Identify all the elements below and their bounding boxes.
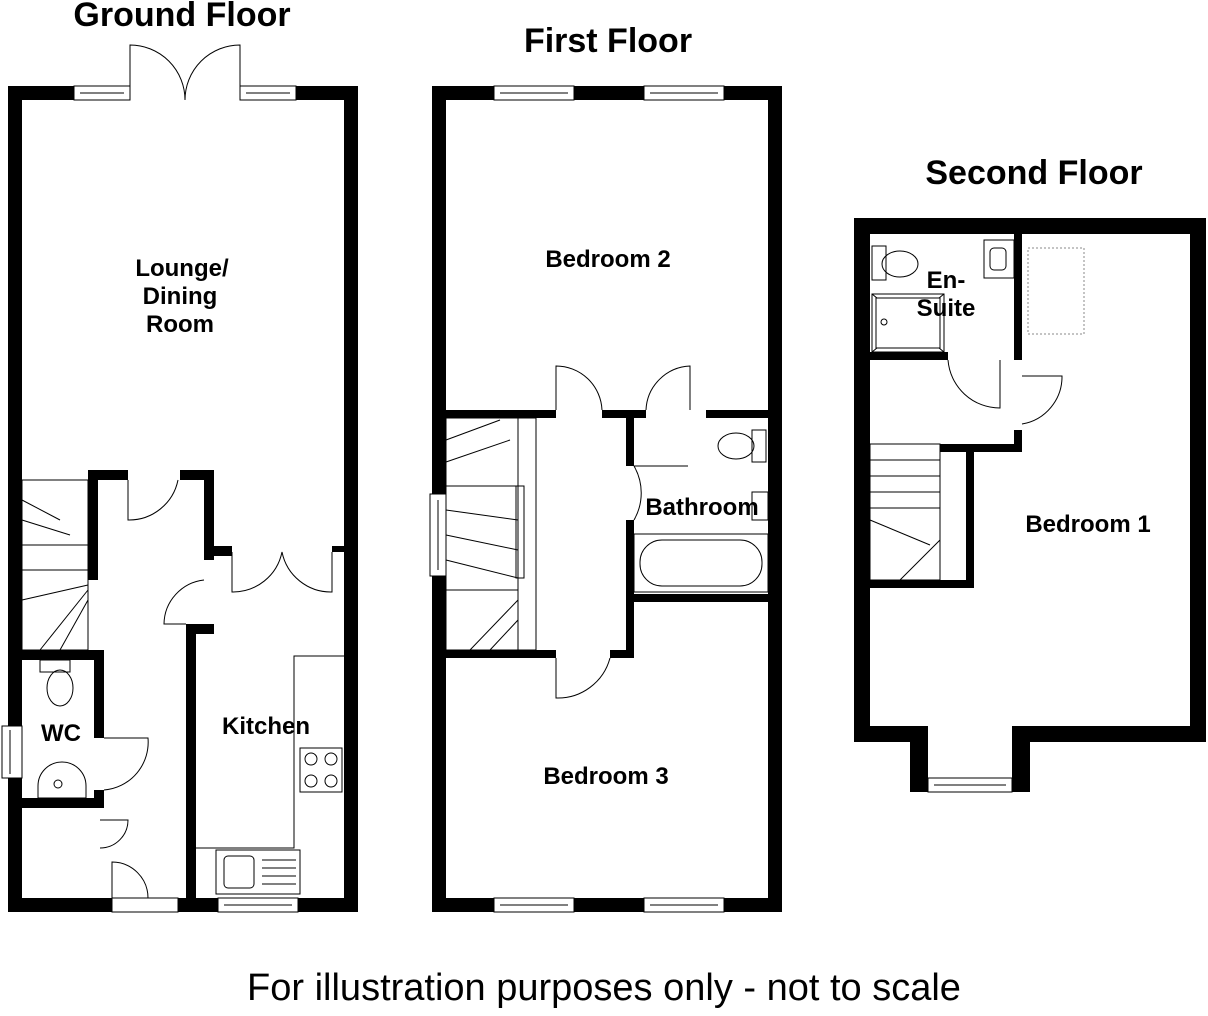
disclaimer-text: For illustration purposes only - not to …	[247, 967, 961, 1009]
lounge-label-line2: Dining	[143, 283, 218, 310]
basin-icon	[37, 761, 87, 799]
door-icon	[947, 359, 1063, 425]
toilet-icon	[717, 429, 767, 463]
ground-floor-title: Ground Floor	[73, 0, 290, 34]
front-door-icon	[99, 819, 149, 899]
ground-floor-walls	[8, 86, 358, 912]
window-icon	[73, 85, 131, 101]
door-icon	[103, 479, 333, 791]
window-icon	[927, 777, 1013, 793]
wardrobe-icon	[1027, 247, 1085, 335]
window-icon	[1, 725, 23, 779]
second-floor-plan: Second Floor En- Suite Bedroom 1	[854, 154, 1206, 793]
toilet-icon	[871, 245, 919, 281]
staircase-icon	[21, 479, 89, 651]
window-icon	[493, 897, 575, 913]
door-icon	[555, 365, 691, 699]
bathroom-label: Bathroom	[645, 494, 758, 521]
ensuite-label-line2: Suite	[917, 295, 976, 322]
bedroom3-label: Bedroom 3	[543, 763, 668, 790]
window-icon	[493, 85, 575, 101]
basin-icon	[751, 491, 769, 521]
window-icon	[239, 85, 297, 101]
lounge-label-line3: Room	[146, 311, 214, 338]
toilet-icon	[39, 659, 74, 707]
first-floor-title: First Floor	[524, 22, 692, 60]
bedroom2-label: Bedroom 2	[545, 246, 670, 273]
lounge-label-line1: Lounge/	[135, 255, 229, 282]
ensuite-label-line1: En-	[927, 267, 966, 294]
shower-icon	[871, 293, 945, 353]
window-icon	[217, 897, 299, 913]
bath-icon	[633, 533, 769, 593]
second-floor-walls	[854, 218, 1206, 792]
kitchen-label: Kitchen	[222, 713, 310, 740]
window-icon	[643, 897, 725, 913]
ground-floor-plan: Ground Floor Lounge/ Dining Room Kitchen…	[1, 0, 358, 913]
staircase-icon	[869, 443, 941, 581]
second-floor-title: Second Floor	[925, 154, 1142, 192]
window-icon	[643, 85, 725, 101]
window-icon	[429, 493, 447, 577]
bedroom1-label: Bedroom 1	[1025, 511, 1150, 538]
wc-label: WC	[41, 720, 81, 747]
kitchen-worktop	[196, 655, 344, 849]
staircase-icon	[445, 417, 537, 651]
basin-icon	[983, 239, 1015, 279]
french-door-icon	[129, 44, 241, 101]
sink-icon	[215, 849, 301, 895]
window-icon	[111, 897, 179, 913]
first-floor-walls	[432, 86, 782, 912]
first-floor-plan: First Floor Bedroom 2 Bathroom Bedroom 3	[429, 22, 782, 913]
